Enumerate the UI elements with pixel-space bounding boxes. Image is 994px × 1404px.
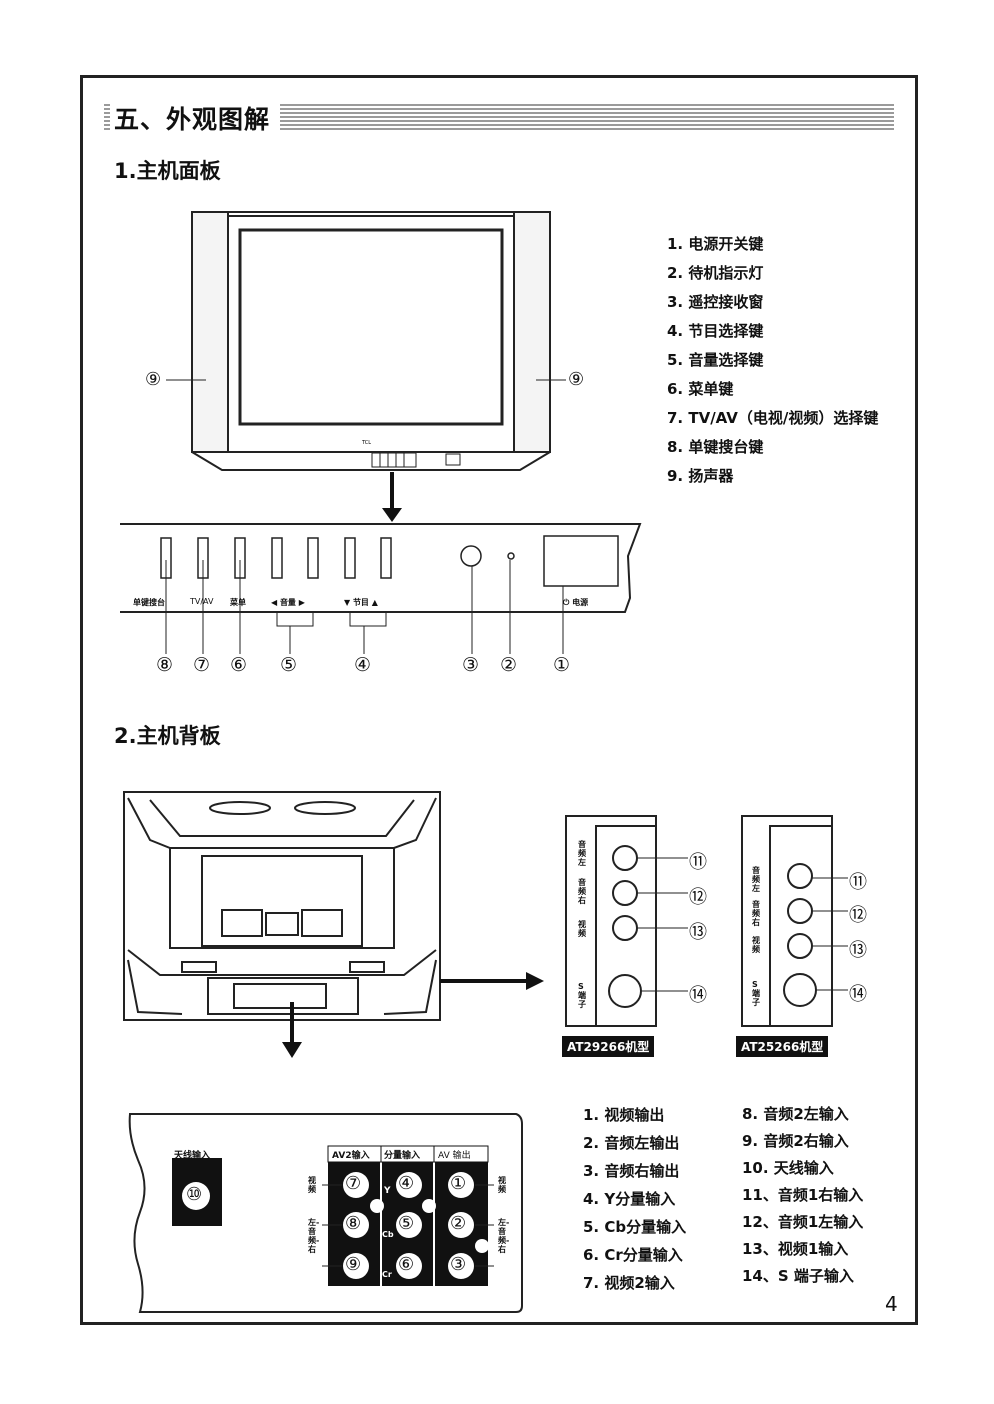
antenna-jack-callout[interactable]: ⑩ bbox=[186, 1184, 203, 1205]
model-label-b: AT25266机型 bbox=[736, 1036, 829, 1057]
back-legend-item: 5. Cb分量输入 bbox=[583, 1218, 687, 1236]
front-legend-item: 6. 菜单键 bbox=[667, 380, 734, 398]
callout-14a: ⑭ bbox=[689, 985, 707, 1006]
back-legend-item: 2. 音频左输出 bbox=[583, 1134, 680, 1152]
av2-input-label: AV2输入 bbox=[332, 1151, 370, 1161]
back-legend-item: 7. 视频2输入 bbox=[583, 1274, 675, 1292]
jack-2[interactable]: ② bbox=[450, 1213, 467, 1234]
callout-8: ⑧ bbox=[156, 654, 174, 676]
av-output-label: AV 输出 bbox=[438, 1151, 471, 1161]
back-legend-left: 1. 视频输出 2. 音频左输出 3. 音频右输出 4. Y分量输入 5. Cb… bbox=[583, 1101, 686, 1297]
jack-4[interactable]: ④ bbox=[398, 1173, 415, 1194]
callout-5: ⑤ bbox=[280, 654, 298, 676]
page-number: 4 bbox=[885, 1292, 898, 1316]
back-panel-title: 2.主机背板 bbox=[114, 724, 221, 748]
av2-audio-label: 左-音频-右 bbox=[308, 1218, 320, 1254]
jack-b-label-s-terminal: S端子 bbox=[752, 980, 760, 1007]
jack-a-label-video: 视频 bbox=[578, 920, 586, 938]
callout-6: ⑥ bbox=[230, 654, 248, 676]
speaker-callout-left: ⑨ bbox=[145, 369, 162, 390]
jack-6[interactable]: ⑥ bbox=[398, 1254, 415, 1275]
avout-audio-label: 左-音频-右 bbox=[498, 1218, 510, 1254]
callout-7: ⑦ bbox=[193, 654, 211, 676]
jack-a-label-audio-left: 音频左 bbox=[578, 840, 586, 867]
front-legend-item: 3. 遥控接收窗 bbox=[667, 293, 764, 311]
callout-3: ③ bbox=[462, 654, 480, 676]
model-label-a: AT29266机型 bbox=[562, 1036, 655, 1057]
control-label-menu: 菜单 bbox=[230, 598, 246, 607]
back-legend-item: 1. 视频输出 bbox=[583, 1106, 665, 1124]
jack-7[interactable]: ⑦ bbox=[345, 1173, 362, 1194]
back-legend-item: 12、音频1左输入 bbox=[742, 1213, 864, 1231]
back-legend-item: 4. Y分量输入 bbox=[583, 1190, 676, 1208]
jack-9[interactable]: ⑨ bbox=[345, 1254, 362, 1275]
page-frame bbox=[80, 75, 918, 1325]
jack-b-label-audio-right: 音频右 bbox=[752, 900, 760, 927]
back-legend-item: 8. 音频2左输入 bbox=[742, 1105, 849, 1123]
back-legend-item: 10. 天线输入 bbox=[742, 1159, 834, 1177]
jack-5[interactable]: ⑤ bbox=[398, 1213, 415, 1234]
speaker-callout-right: ⑨ bbox=[568, 369, 585, 390]
component-letter-cr: Cr bbox=[382, 1270, 392, 1279]
component-input-label: 分量输入 bbox=[384, 1151, 421, 1161]
back-legend-item: 6. Cr分量输入 bbox=[583, 1246, 683, 1264]
front-legend-item: 7. TV/AV（电视/视频）选择键 bbox=[667, 409, 879, 427]
callout-11a: ⑪ bbox=[689, 852, 707, 873]
control-label-program: ▼ 节目 ▲ bbox=[344, 598, 378, 607]
back-legend-right: 8. 音频2左输入 9. 音频2右输入 10. 天线输入 11、音频1右输入 1… bbox=[742, 1101, 863, 1290]
callout-1: ① bbox=[553, 654, 571, 676]
back-legend-item: 9. 音频2右输入 bbox=[742, 1132, 849, 1150]
jack-3[interactable]: ③ bbox=[450, 1254, 467, 1275]
front-legend-item: 4. 节目选择键 bbox=[667, 322, 764, 340]
callout-4: ④ bbox=[354, 654, 372, 676]
control-label-auto-search: 单键搜台 bbox=[133, 598, 165, 607]
front-legend-item: 5. 音量选择键 bbox=[667, 351, 764, 369]
front-panel-title: 1.主机面板 bbox=[114, 159, 221, 183]
callout-2: ② bbox=[500, 654, 518, 676]
front-legend-item: 8. 单键搜台键 bbox=[667, 438, 764, 456]
jack-8[interactable]: ⑧ bbox=[345, 1213, 362, 1234]
control-label-tvav: TV/AV bbox=[190, 597, 214, 606]
callout-12b: ⑫ bbox=[849, 905, 867, 926]
control-label-power: ⏻ 电源 bbox=[563, 598, 589, 607]
svg-text:TCL: TCL bbox=[361, 440, 371, 446]
callout-13a: ⑬ bbox=[689, 922, 707, 943]
control-label-volume: ◀ 音量 ▶ bbox=[271, 598, 305, 607]
component-letter-cb: Cb bbox=[382, 1230, 394, 1239]
callout-12a: ⑫ bbox=[689, 887, 707, 908]
front-legend-item: 9. 扬声器 bbox=[667, 467, 734, 485]
back-legend-item: 13、视频1输入 bbox=[742, 1240, 849, 1258]
callout-11b: ⑪ bbox=[849, 872, 867, 893]
jack-b-label-audio-left: 音频左 bbox=[752, 866, 760, 893]
jack-b-label-video: 视频 bbox=[752, 936, 760, 954]
callout-13b: ⑬ bbox=[849, 940, 867, 961]
section-title: 五、外观图解 bbox=[110, 100, 281, 136]
front-legend-item: 1. 电源开关键 bbox=[667, 235, 764, 253]
front-legend-item: 2. 待机指示灯 bbox=[667, 264, 764, 282]
back-legend-item: 3. 音频右输出 bbox=[583, 1162, 680, 1180]
jack-1[interactable]: ① bbox=[450, 1173, 467, 1194]
av2-video-label: 视频 bbox=[308, 1176, 316, 1194]
front-legend: 1. 电源开关键 2. 待机指示灯 3. 遥控接收窗 4. 节目选择键 5. 音… bbox=[667, 230, 878, 491]
avout-video-label: 视频 bbox=[498, 1176, 506, 1194]
component-letter-y: Y bbox=[384, 1186, 391, 1196]
jack-a-label-s-terminal: S端子 bbox=[578, 982, 586, 1009]
back-legend-item: 11、音频1右输入 bbox=[742, 1186, 864, 1204]
jack-a-label-audio-right: 音频右 bbox=[578, 878, 586, 905]
callout-14b: ⑭ bbox=[849, 984, 867, 1005]
antenna-label: 天线输入 bbox=[174, 1151, 211, 1161]
back-legend-item: 14、S 端子输入 bbox=[742, 1267, 854, 1285]
